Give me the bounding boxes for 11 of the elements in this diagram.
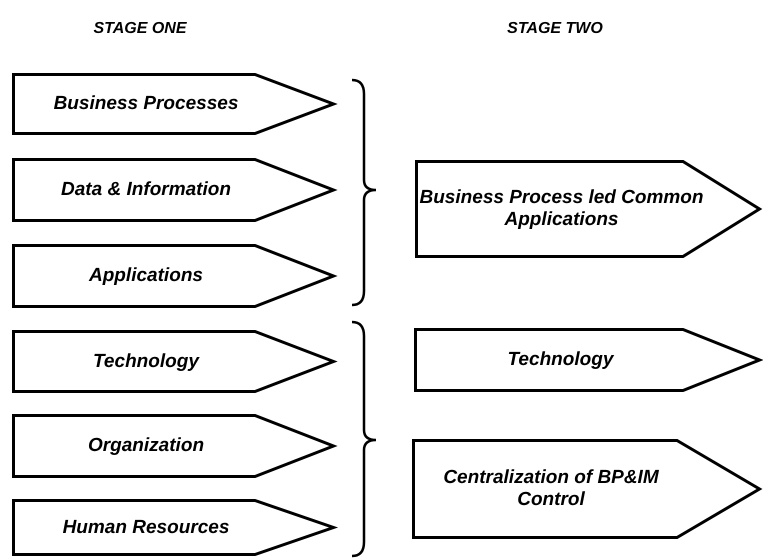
stage-label: Business Processes bbox=[54, 93, 238, 115]
stage-label: Human Resources bbox=[62, 516, 230, 538]
stage-label: Technology bbox=[93, 350, 199, 372]
stage-heading: STAGE TWO bbox=[507, 20, 603, 38]
stage-label: Centralization of BP&IM Control bbox=[442, 467, 660, 511]
stage-heading: STAGE ONE bbox=[93, 20, 187, 38]
stage-label: Technology bbox=[508, 349, 614, 371]
stage-label: Applications bbox=[88, 265, 203, 287]
stage-label: Data & Information bbox=[61, 179, 231, 201]
stage-label: Organization bbox=[88, 435, 204, 457]
stage-label: Business Process led Common Applications bbox=[419, 187, 704, 231]
